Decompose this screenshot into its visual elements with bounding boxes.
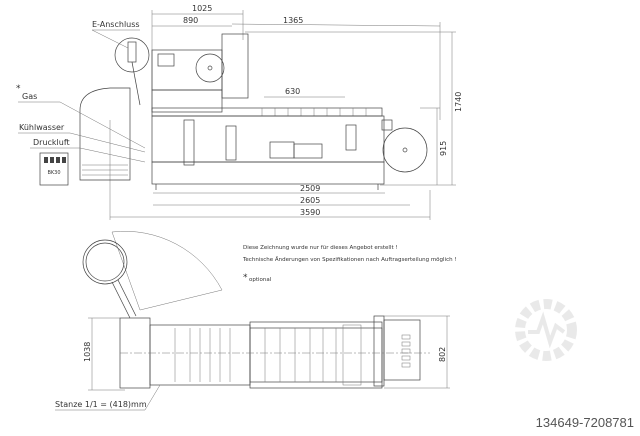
dim-1365: 1365 [283,16,303,25]
optional-mark: * [243,273,248,283]
note-optional: optional [249,277,272,283]
side-view: 1025 890 1365 630 1740 915 2509 2605 359… [16,4,463,220]
top-view: 1038 802 Stanze 1/1 = (418)mm [55,231,450,411]
dim-1038: 1038 [83,342,92,362]
label-gas-mark: * [16,84,21,94]
label-druckluft: Druckluft [33,138,70,147]
dim-915: 915 [439,141,448,156]
dim-1025: 1025 [192,4,212,13]
label-kuehlwasser: Kühlwasser [19,123,65,132]
stanze-label: Stanze 1/1 = (418)mm [55,400,147,409]
label-e-anschluss: E-Anschluss [92,20,140,29]
dim-802: 802 [438,347,447,362]
dim-3590: 3590 [300,208,320,217]
dim-2605: 2605 [300,196,320,205]
note-line-2: Technische Änderungen von Spezifikatione… [242,256,457,263]
dim-630: 630 [285,87,300,96]
dim-2509: 2509 [300,184,320,193]
dim-1740: 1740 [454,92,463,112]
dim-890: 890 [183,16,198,25]
chiller-label: BK30 [47,170,60,176]
note-line-1: Diese Zeichnung wurde nur für dieses Ang… [243,245,398,251]
watermark-logo-icon [515,299,577,361]
watermark-id: 134649-7208781 [535,415,634,430]
label-gas: Gas [22,92,37,101]
